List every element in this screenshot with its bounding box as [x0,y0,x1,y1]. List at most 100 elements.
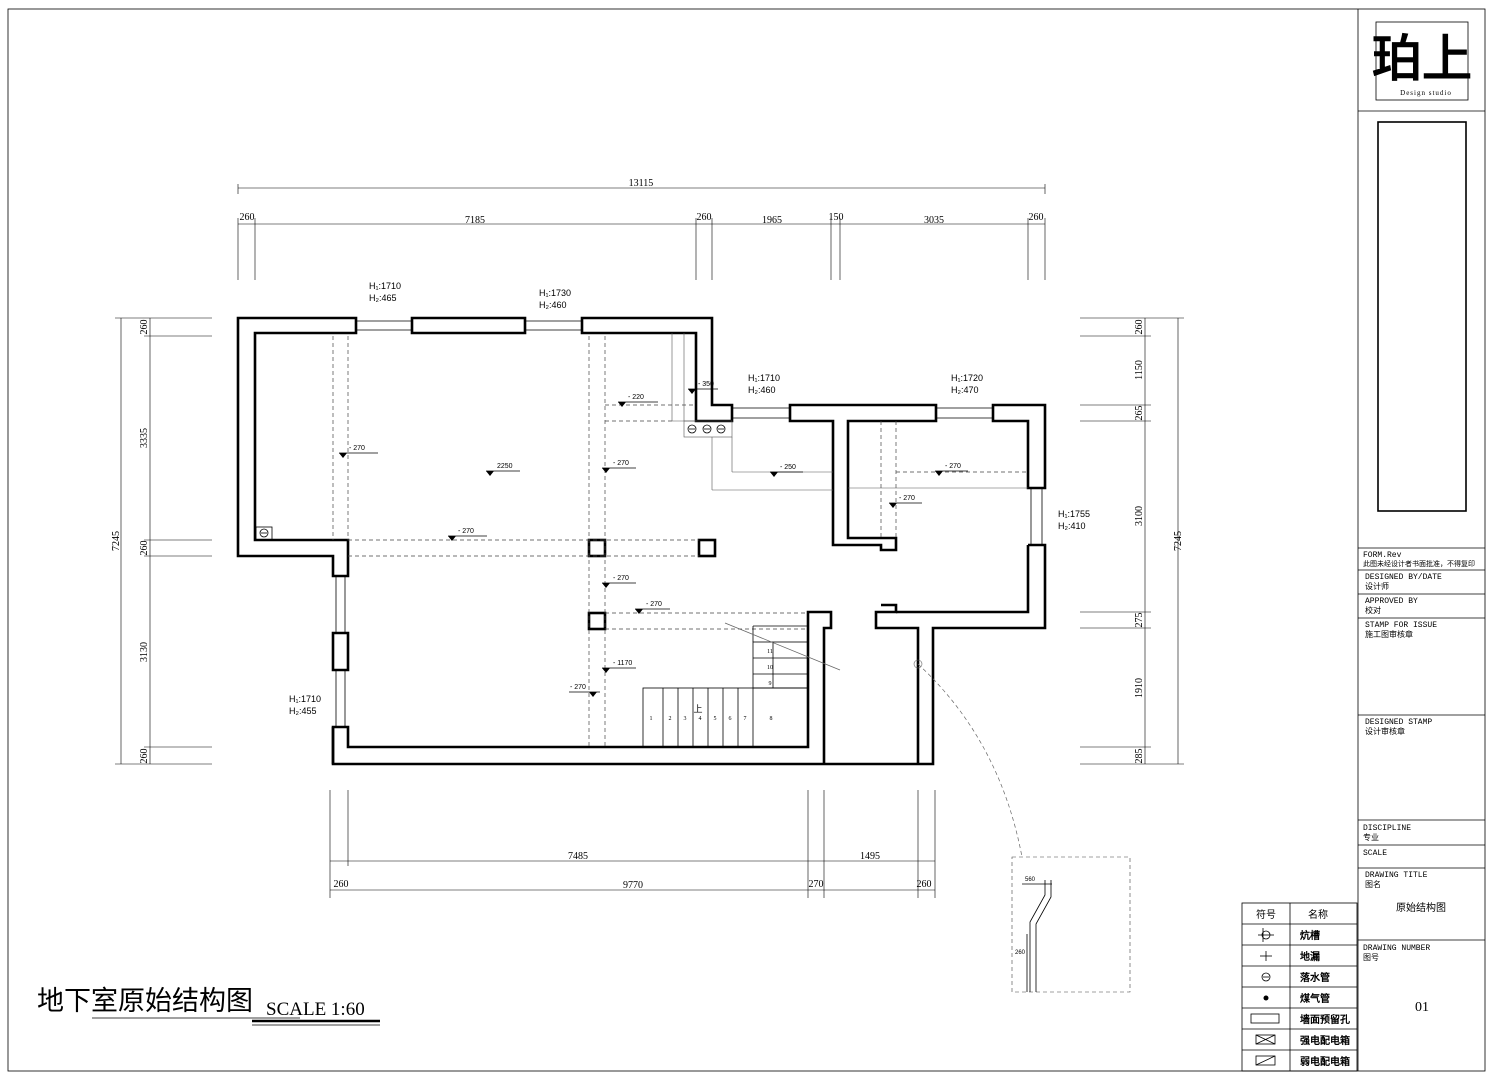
level-label: - 350 [698,381,714,388]
column [587,611,607,631]
drawing-title-group: 地下室原始结构图 SCALE 1:60 [37,986,380,1026]
stairs: 上 1 2 3 4 5 6 7 8 11 10 9 [642,622,841,748]
designed-by-cn: 设计师 [1365,581,1389,591]
discipline-label: DISCIPLINE [1363,824,1411,833]
window-2-h2: H₂:460 [539,300,567,310]
dimensions-top: 13115 260 7185 260 1965 150 3035 260 [237,178,1046,280]
dim-right-seg-4: 3100 [1134,506,1145,526]
dim-right-seg-3: 265 [1134,406,1145,421]
legend-item: 弱电配电箱 [1300,1055,1350,1068]
legend-item: 煤气管 [1300,992,1330,1005]
column [697,538,717,558]
level-label: - 220 [628,394,644,401]
wall-left-lower [331,631,350,672]
dim-left-seg-5: 260 [139,749,150,764]
window-1-h1: H₁:1710 [369,281,401,291]
stair-step: 7 [744,716,747,722]
level-label: - 1170 [613,660,632,667]
trench-icon [1258,928,1274,942]
dim-bottom-1: 7485 [568,851,588,862]
window-6-h1: H₁:1710 [289,694,321,704]
level-label: 2250 [497,463,513,470]
level-label: - 270 [613,575,629,582]
stamp-issue-label: STAMP FOR ISSUE [1365,621,1437,630]
designed-stamp-cn: 设计审核章 [1365,726,1405,736]
title-block: 珀上 Design studio FORM.Rev 此图未经设计者书面批准，不得… [1357,9,1485,1071]
stair-up-label: 上 [693,704,702,714]
dimensions-right: 7245 260 1150 265 3100 275 1910 285 [1080,317,1184,765]
detail-dim-560: 560 [1025,877,1036,883]
legend-item: 炕槽 [1300,929,1320,942]
dim-right-seg-5: 275 [1134,613,1145,628]
weak-power-box-icon [1255,1055,1276,1066]
level-label: - 270 [899,495,915,502]
stair-step: 4 [699,716,702,722]
approved-by-label: APPROVED BY [1365,597,1418,606]
drawing-title-value: 原始结构图 [1396,901,1446,914]
dim-left-total: 7245 [111,531,122,551]
power-box-icon [1255,1034,1276,1045]
floor-drain-icon [1260,951,1272,961]
level-label: - 250 [780,464,796,471]
stair-step: 2 [669,716,672,722]
dim-right-total: 7245 [1173,531,1184,551]
wall-opening-icon [1250,1013,1280,1024]
scale-label: SCALE [1363,849,1387,858]
detail-dim-260: 260 [1015,950,1026,956]
stair-step: 1 [650,716,653,722]
window-labels: H₁:1710 H₂:465 H₁:1730 H₂:460 H₁:1710 H₂… [289,281,1090,716]
logo-text: 珀上 [1372,31,1472,87]
wall-top-right-a [580,316,734,423]
window-3-h2: H₂:460 [748,385,776,395]
wall-right [991,403,1047,490]
dim-right-seg-2: 1150 [1134,360,1145,380]
discipline-cn: 专业 [1363,832,1379,842]
window-1-h2: H₂:465 [369,293,397,303]
legend-item: 地漏 [1300,950,1320,963]
stair-step: 11 [767,649,773,655]
column [587,538,607,558]
dimensions-left: 7245 260 3335 260 3130 260 [111,317,212,765]
level-label: - 270 [646,601,662,608]
legend-item: 墙面预留孔 [1300,1013,1350,1026]
drawing-title-label: DRAWING TITLE [1365,871,1428,880]
dim-right-seg-6: 1910 [1134,678,1145,698]
dim-top-seg-1: 260 [240,212,255,223]
stair-step: 5 [714,716,717,722]
window-4-h2: H₂:470 [951,385,979,395]
dim-bottom-3: 260 [334,879,349,890]
dim-top-seg-5: 150 [829,212,844,223]
sheet-border [7,8,1486,1072]
detail-inset: 560 260 [1011,856,1131,993]
legend-item: 强电配电箱 [1300,1034,1350,1047]
dim-left-seg-2: 3335 [139,428,150,448]
logo-subtitle: Design studio [1400,89,1452,97]
wall-right-inner [896,545,1030,614]
stamp-issue-cn: 施工图审核章 [1365,629,1413,639]
form-note: 此图未经设计者书面批准，不得复印 [1363,559,1475,568]
gas-pipe-icon [1263,995,1269,1001]
wall-right-lower [331,543,1047,766]
project-info-box [1377,121,1467,512]
drawing-scale: SCALE 1:60 [266,999,365,1020]
window-6-h2: H₂:455 [289,706,317,716]
level-label: - 270 [570,684,586,691]
legend-header-name: 名称 [1308,908,1328,921]
level-label: - 270 [945,463,961,470]
drawing-title: 地下室原始结构图 [37,986,253,1016]
window-4-h1: H₁:1720 [951,373,983,383]
floor-plan [236,316,1047,858]
dim-top-seg-3: 260 [697,212,712,223]
dim-left-seg-1: 260 [139,320,150,335]
outer-wall-main [410,316,527,335]
designed-stamp-label: DESIGNED STAMP [1365,718,1432,727]
dim-right-seg-7: 285 [1134,749,1145,764]
dim-left-seg-3: 260 [139,541,150,556]
window-2-h1: H₁:1730 [539,288,571,298]
approved-by-cn: 校对 [1365,605,1381,615]
drawing-title-cn: 图名 [1365,879,1381,889]
level-label: - 270 [613,460,629,467]
stair-step: 10 [767,665,773,671]
dim-top-seg-4: 1965 [762,215,782,226]
